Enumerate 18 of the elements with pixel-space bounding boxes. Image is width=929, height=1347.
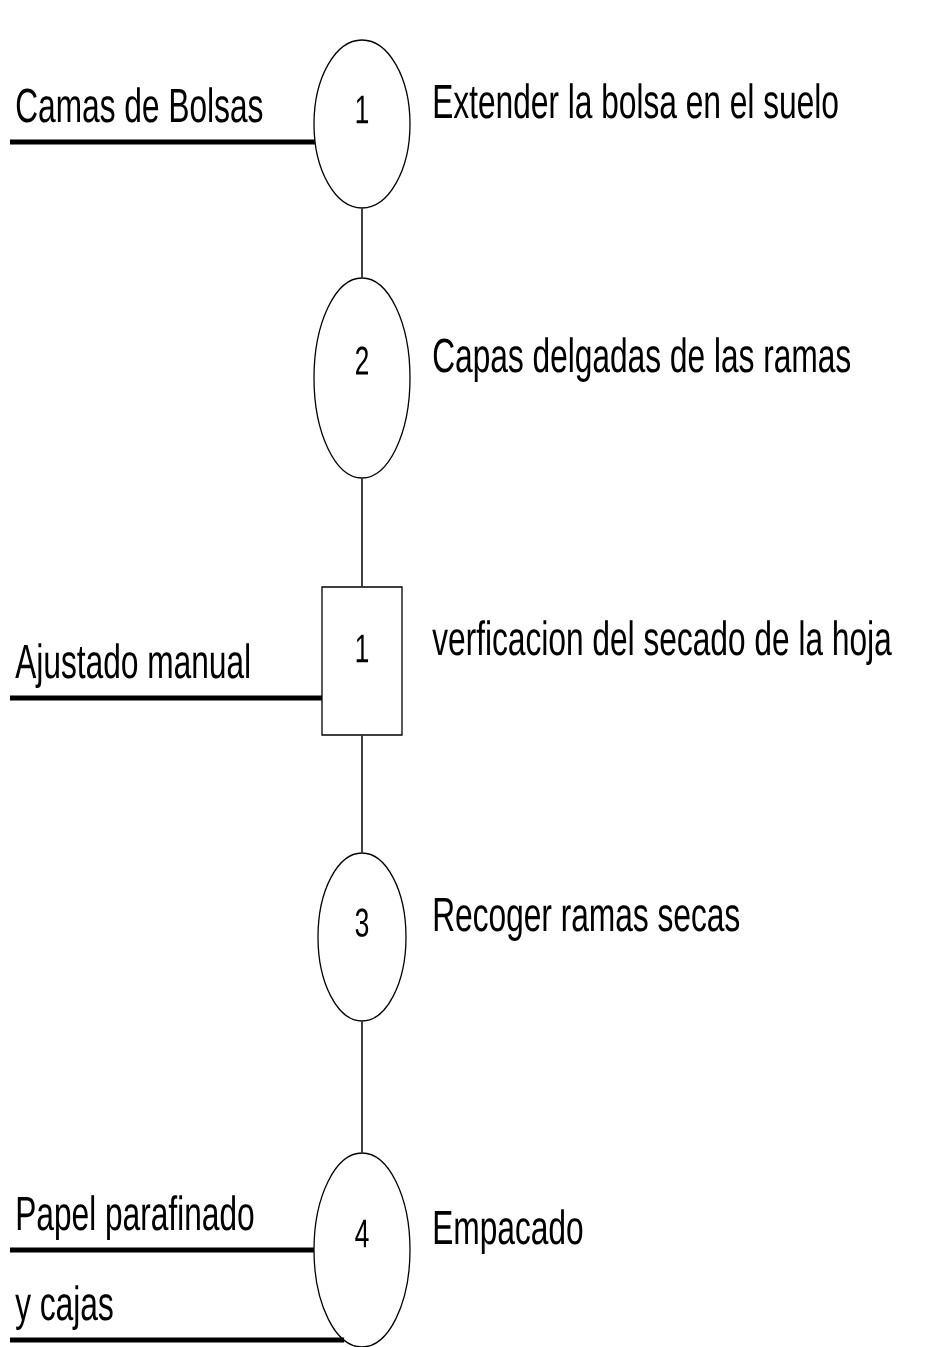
step-description: Capas delgadas de las ramas [433,337,851,382]
input-label: Ajustado manual [15,643,249,688]
flow-line [361,1020,363,1154]
flow-line [361,734,363,854]
step-description: Extender la bolsa en el suelo [434,83,838,119]
step-description: Empacado [434,1209,583,1254]
input-line [10,1337,345,1343]
input-label: Papel parafinado [17,1195,254,1240]
inspection-box: 1 [321,586,403,736]
input-label: Camas de Bolsas [16,87,263,123]
input-line [10,695,322,701]
step-description: verficacion del secado de la hoja [432,620,892,665]
input-line [10,1247,314,1253]
input-line [10,139,316,145]
input-label: y cajas [15,1285,113,1330]
flow-line [361,207,363,279]
flow-line [361,477,363,588]
step-description: Recoger ramas secas [434,898,740,941]
